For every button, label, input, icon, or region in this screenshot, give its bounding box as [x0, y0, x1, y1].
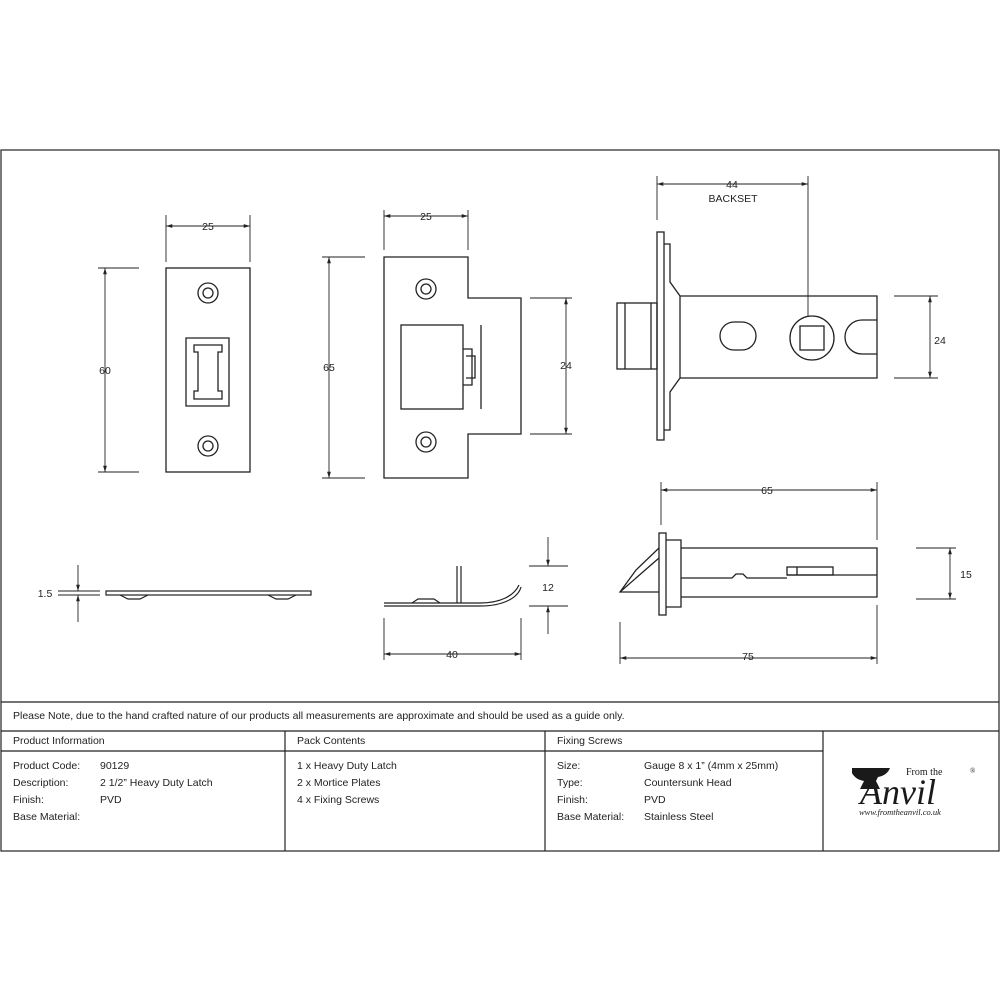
from-the-anvil-logo: From the Anvil ® www.fromtheanvil.co.uk [852, 767, 976, 817]
striker-plate-front-view [383, 256, 522, 479]
pack-item: 2 x Mortice Plates [297, 777, 381, 789]
plate-thickness-dimension [58, 565, 100, 622]
sheet-frame [0, 149, 1000, 852]
striker-width-dimension [383, 210, 469, 250]
striker-edge-view [384, 566, 522, 607]
base-material-label: Base Material: [13, 811, 81, 823]
screw-size-value: Gauge 8 x 1” (4mm x 25mm) [644, 760, 779, 772]
fixing-screws-heading: Fixing Screws [557, 735, 623, 747]
backset-dimension [656, 176, 809, 316]
striker-depth-label: 40 [446, 649, 458, 661]
backset-label: BACKSET [708, 193, 758, 205]
plate-height-dimension [98, 267, 139, 473]
product-code-label: Product Code: [13, 760, 81, 772]
face-plate-edge-view [105, 590, 312, 600]
striker-opening-dimension [530, 297, 572, 435]
screw-material-label: Base Material: [557, 811, 625, 823]
pack-item: 4 x Fixing Screws [297, 794, 380, 806]
description-value: 2 1/2” Heavy Duty Latch [100, 777, 213, 789]
striker-width-label: 25 [420, 211, 432, 223]
striker-depth-dimension [383, 618, 522, 660]
latch-body-side-view [616, 231, 878, 441]
finish-value: PVD [100, 794, 122, 806]
case-length-dimension [660, 482, 878, 540]
striker-lip-dimension [529, 537, 568, 634]
plate-width-label: 25 [202, 221, 214, 233]
screw-type-value: Countersunk Head [644, 777, 732, 789]
plate-width-dimension [165, 215, 251, 262]
overall-length-dimension [619, 605, 878, 664]
case-length-label: 65 [761, 485, 773, 497]
description-label: Description: [13, 777, 69, 789]
face-plate-front-view [165, 267, 251, 473]
screw-type-label: Type: [557, 777, 583, 789]
striker-height-label: 65 [323, 362, 335, 374]
screw-finish-label: Finish: [557, 794, 588, 806]
striker-lip-label: 12 [542, 582, 554, 594]
pack-contents-heading: Pack Contents [297, 735, 366, 747]
overall-length-label: 75 [742, 651, 754, 663]
plate-height-label: 60 [99, 365, 111, 377]
finish-label: Finish: [13, 794, 44, 806]
latch-body-edge-view [618, 532, 878, 616]
backset-value: 44 [726, 179, 738, 191]
latch-case-height-label: 24 [934, 335, 946, 347]
logo-from-the: From the [906, 767, 943, 778]
striker-opening-label: 24 [560, 360, 572, 372]
pack-item: 1 x Heavy Duty Latch [297, 760, 397, 772]
logo-registered: ® [970, 767, 976, 775]
screw-finish-value: PVD [644, 794, 666, 806]
latch-case-height-dimension [894, 295, 938, 379]
case-thickness-label: 15 [960, 569, 972, 581]
measurement-disclaimer: Please Note, due to the hand crafted nat… [13, 710, 625, 722]
striker-height-dimension [322, 256, 365, 479]
product-info-heading: Product Information [13, 735, 105, 747]
logo-brand: Anvil [858, 772, 936, 812]
screw-size-label: Size: [557, 760, 581, 772]
product-code-value: 90129 [100, 760, 130, 772]
screw-material-value: Stainless Steel [644, 811, 714, 823]
plate-thickness-label: 1.5 [38, 588, 53, 600]
case-thickness-dimension [916, 547, 956, 600]
anvil-icon [852, 768, 890, 789]
logo-url: www.fromtheanvil.co.uk [859, 807, 941, 817]
